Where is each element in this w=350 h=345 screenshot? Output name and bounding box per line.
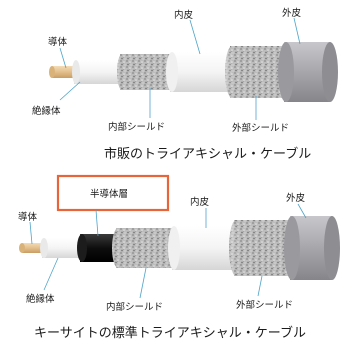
top-inner-jacket (170, 52, 232, 92)
bottom-conductor (22, 243, 44, 253)
bottom-label-inner-shield: 内部シールド (106, 301, 163, 313)
top-cable (49, 42, 338, 102)
bottom-lead-outer-shield (257, 275, 263, 297)
bottom-insulator (42, 238, 82, 258)
top-label-outer-shield: 外部シールド (232, 122, 289, 134)
top-inner-shield (120, 54, 172, 90)
bottom-lead-inner-shield (139, 267, 147, 299)
top-outer-jacket-end (322, 42, 338, 102)
bottom-outer-jacket-end (324, 216, 340, 280)
bottom-inner-shield (116, 228, 174, 268)
top-lead-inner-jacket (189, 19, 201, 55)
bottom-inner-jacket (172, 226, 236, 270)
bottom-caption: キーサイトの標準トライアキシャル・ケーブル (34, 325, 306, 341)
top-label-inner-shield: 内部シールド (108, 121, 165, 133)
bottom-outer-shield (234, 220, 292, 276)
bottom-label-inner-jacket: 内皮 (190, 196, 210, 208)
bottom-lead-outer-jacket (297, 203, 307, 219)
bottom-label-insulator: 絶縁体 (26, 293, 55, 305)
top-label-insulator: 絶縁体 (32, 105, 61, 117)
top-insulator (74, 60, 122, 84)
top-label-conductor: 導体 (48, 36, 68, 48)
bottom-lead-conductor (29, 221, 33, 245)
top-lead-outer-jacket (293, 17, 301, 45)
top-label-outer-jacket: 外皮 (282, 7, 302, 19)
top-lead-conductor (59, 47, 67, 69)
bottom-label-conductor: 導体 (18, 211, 38, 223)
top-caption: 市販のトライアキシャル・ケーブル (104, 146, 311, 162)
bottom-label-outer-shield: 外部シールド (236, 299, 293, 311)
bottom-lead-insulator (43, 257, 59, 291)
semiconductive-highlight-box (56, 174, 170, 212)
bottom-label-outer-jacket: 外皮 (286, 192, 306, 204)
bottom-label-semiconductive: 半導体層 (90, 188, 128, 200)
top-lead-insulator (59, 81, 81, 101)
top-label-inner-jacket: 内皮 (174, 9, 194, 21)
bottom-cable (19, 216, 340, 280)
top-outer-shield (230, 46, 286, 98)
top-conductor (52, 66, 76, 78)
bottom-lead-semiconductive (95, 209, 99, 237)
